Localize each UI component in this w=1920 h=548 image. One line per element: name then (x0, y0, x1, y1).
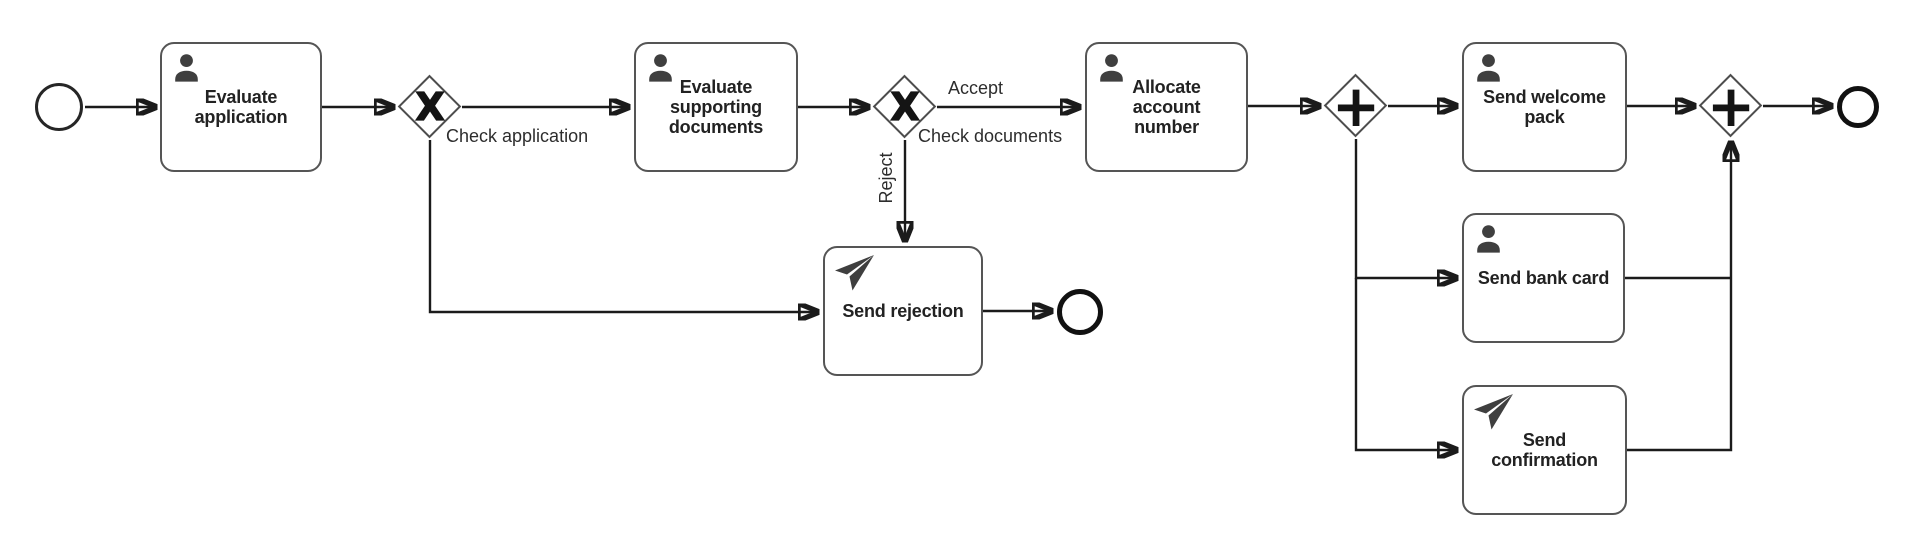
task-label: Allocate account number (1132, 77, 1201, 137)
send-icon (835, 255, 875, 291)
parallel-marker-icon: + (1331, 72, 1381, 140)
task-evaluate-supporting-documents[interactable]: Evaluate supporting documents (634, 42, 798, 172)
send-icon (1474, 394, 1514, 430)
task-label: Evaluate supporting documents (668, 77, 764, 137)
end-event-rejection[interactable] (1057, 289, 1103, 335)
xor-marker-icon: X (415, 85, 446, 129)
gateway-parallel-split[interactable]: + (1323, 73, 1388, 138)
flow-parallel-split-to-send-bank-card (1354, 139, 1457, 278)
label-check-documents: Check documents (918, 126, 1063, 146)
task-allocate-account-number[interactable]: Allocate account number (1085, 42, 1248, 172)
start-event[interactable] (35, 83, 83, 131)
task-send-bank-card[interactable]: Send bank card (1462, 213, 1625, 343)
flow-send-confirmation-to-parallel-join (1627, 142, 1731, 452)
task-label: Send bank card (1477, 268, 1610, 288)
task-evaluate-application[interactable]: Evaluate application (160, 42, 322, 172)
xor-marker-icon: X (890, 85, 921, 129)
label-reject: Reject (876, 152, 896, 204)
gateway-exclusive-check-application[interactable]: X (397, 74, 462, 139)
task-send-rejection[interactable]: Send rejection (823, 246, 983, 376)
user-icon (1475, 53, 1502, 82)
flow-parallel-split-to-send-confirmation (1354, 278, 1457, 450)
task-label: Send welcome pack (1483, 87, 1606, 127)
task-label: Send rejection (842, 301, 964, 321)
user-icon (647, 53, 674, 82)
task-label: Evaluate application (194, 87, 288, 127)
gateway-parallel-join[interactable]: + (1698, 73, 1763, 138)
parallel-marker-icon: + (1706, 72, 1756, 140)
flow-check-application-bypass-to-send-rejection (428, 140, 818, 312)
label-accept: Accept (948, 78, 1004, 98)
user-icon (173, 53, 200, 82)
gateway-exclusive-check-documents[interactable]: X (872, 74, 937, 139)
label-check-application: Check application (446, 126, 589, 146)
end-event-main[interactable] (1837, 86, 1879, 128)
user-icon (1475, 224, 1502, 253)
task-send-welcome-pack[interactable]: Send welcome pack (1462, 42, 1627, 172)
user-icon (1098, 53, 1125, 82)
task-label: Send confirmation (1491, 430, 1598, 470)
task-send-confirmation[interactable]: Send confirmation (1462, 385, 1627, 515)
